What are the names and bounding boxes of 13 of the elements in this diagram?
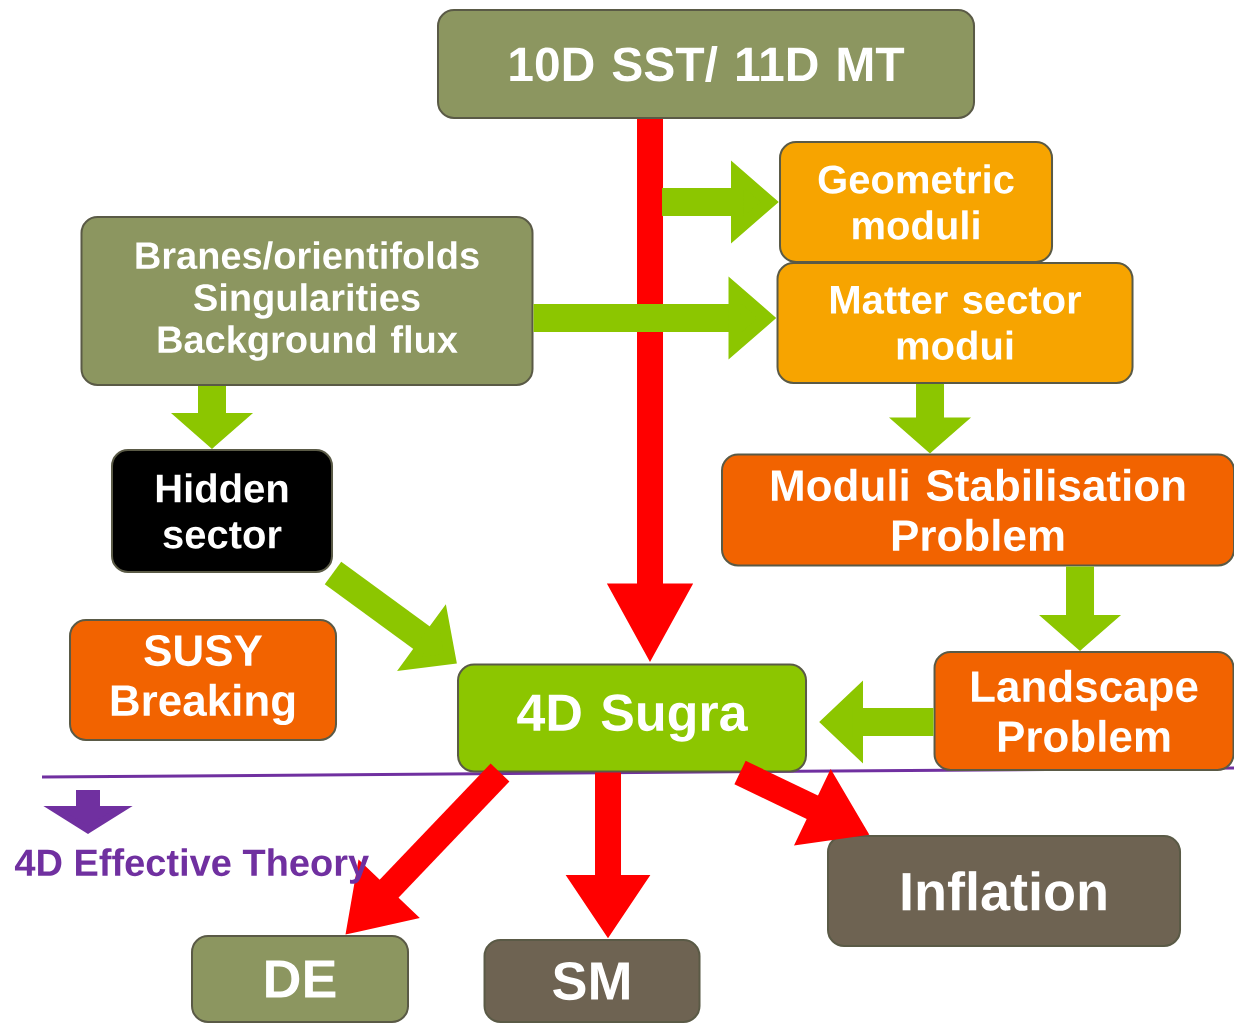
process-box: SM [483, 939, 701, 1023]
text-label: 4D Effective Theory [14, 848, 369, 884]
process-box: Inflation [827, 835, 1182, 947]
process-box: Hidden sector [111, 449, 333, 573]
process-box: Landscape Problem [933, 651, 1234, 771]
process-box: DE [191, 935, 409, 1023]
process-box: Geometric moduli [779, 141, 1053, 263]
process-box: Moduli Stabilisation Problem [721, 453, 1234, 567]
process-box: 10D SST/ 11D MT [437, 9, 975, 119]
process-box: Branes/orientifolds Singularities Background flux [80, 216, 534, 386]
process-box: Matter sector modui [776, 262, 1134, 384]
process-box: 4D Sugra [457, 663, 807, 773]
process-box: SUSY Breaking [69, 619, 337, 741]
